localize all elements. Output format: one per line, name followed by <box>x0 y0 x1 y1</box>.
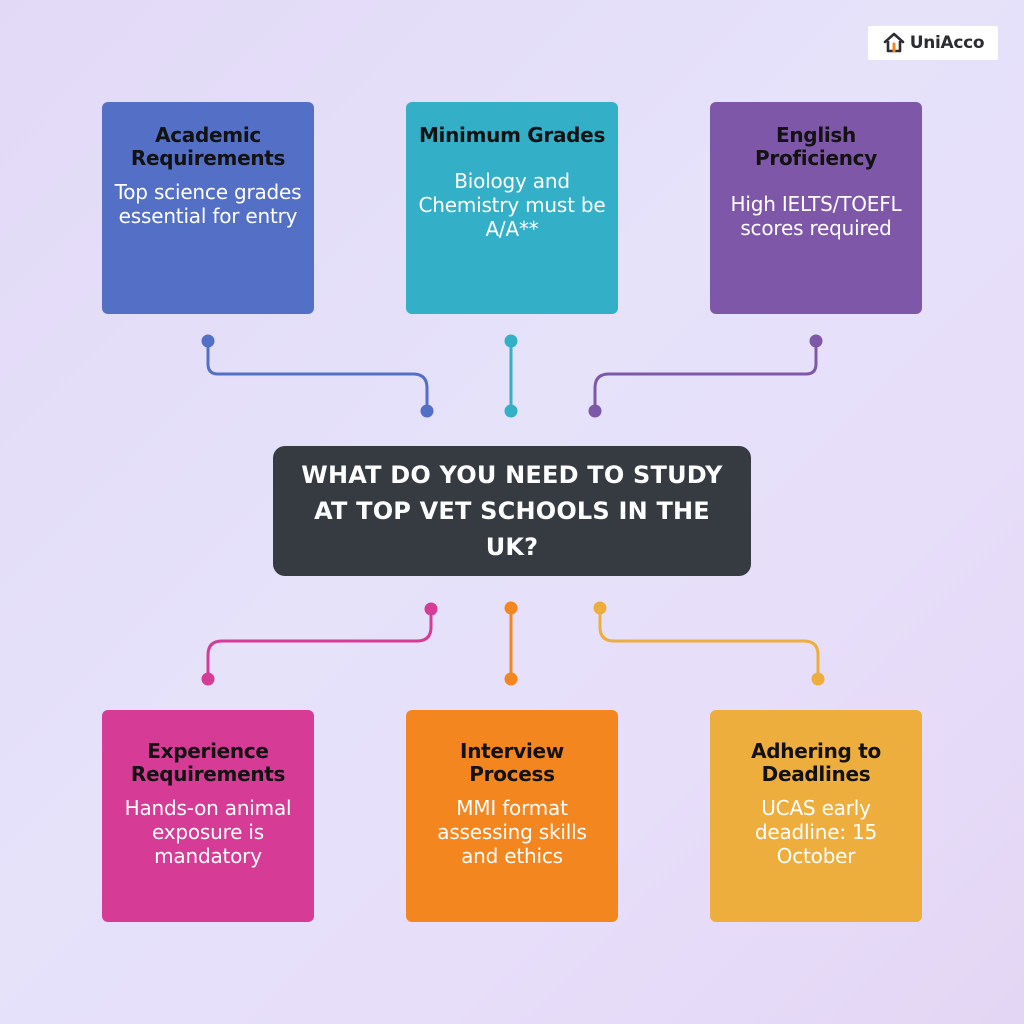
card-title: Academic Requirements <box>130 123 286 170</box>
connector-deadlines <box>598 608 820 679</box>
connector-academic <box>206 341 429 411</box>
connector-dot <box>504 601 518 615</box>
connector-dot <box>504 334 518 348</box>
connector-dot <box>504 672 518 686</box>
connector-english <box>593 341 818 411</box>
card-body: Top science grades essential for entry <box>114 180 302 228</box>
connector-dot <box>809 334 823 348</box>
center-question-box: WHAT DO YOU NEED TO STUDY AT TOP VET SCH… <box>273 446 751 576</box>
connector-dot <box>504 404 518 418</box>
brand-logo: UniAcco <box>868 26 998 60</box>
center-title: WHAT DO YOU NEED TO STUDY AT TOP VET SCH… <box>301 461 723 561</box>
house-logo-icon <box>883 32 904 53</box>
connector-dot <box>424 602 438 616</box>
connector-dot <box>588 404 602 418</box>
card-body: Biology and Chemistry must be A/A** <box>418 169 606 241</box>
brand-name: UniAcco <box>909 33 985 53</box>
connector-dot <box>201 672 215 686</box>
card-english-proficiency: English Proficiency High IELTS/TOEFL sco… <box>710 102 922 314</box>
card-body: Hands-on animal exposure is mandatory <box>124 796 292 868</box>
connector-dot <box>593 601 607 615</box>
connector-experience <box>206 609 433 679</box>
connector-dot <box>420 404 434 418</box>
connector-dot <box>811 672 825 686</box>
card-minimum-grades: Minimum Grades Biology and Chemistry mus… <box>406 102 618 314</box>
card-title: English Proficiency <box>755 123 877 170</box>
card-interview-process: Interview Process MMI format assessing s… <box>406 710 618 922</box>
card-title: Interview Process <box>460 739 564 786</box>
card-title: Adhering to Deadlines <box>751 739 881 786</box>
card-experience-requirements: Experience Requirements Hands-on animal … <box>102 710 314 922</box>
card-academic-requirements: Academic Requirements Top science grades… <box>102 102 314 314</box>
card-body: MMI format assessing skills and ethics <box>437 796 587 868</box>
card-body: UCAS early deadline: 15 October <box>754 796 878 868</box>
card-body: High IELTS/TOEFL scores required <box>730 192 902 240</box>
card-adhering-to-deadlines: Adhering to Deadlines UCAS early deadlin… <box>710 710 922 922</box>
card-title: Experience Requirements <box>130 739 286 786</box>
card-title: Minimum Grades <box>418 123 606 147</box>
connector-dot <box>201 334 215 348</box>
